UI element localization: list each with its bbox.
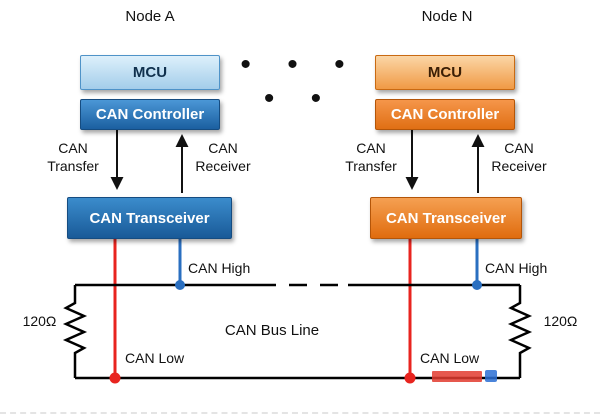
watermark-logo-icon [485,370,497,382]
left-termination-resistor [62,285,88,378]
watermark [432,370,497,382]
node-a-can-controller-box: CAN Controller [80,99,220,130]
node-a-mcu-box: MCU [80,55,220,90]
node-n-can-transceiver-box: CAN Transceiver [370,197,522,239]
node-a-can-receiver-label: CAN Receiver [195,140,251,174]
node-n-can-high-junction-dot [472,280,482,290]
right-resistor-value-label: 120Ω [543,313,578,329]
right-termination-resistor [507,285,533,378]
node-a-can-high-junction-dot [175,280,185,290]
node-n-can-receiver-label: CAN Receiver [491,140,547,174]
node-n-title: Node N [421,8,473,25]
node-n-can-transfer-label: CAN Transfer [345,140,397,174]
node-a-can-transfer-label: CAN Transfer [47,140,99,174]
node-n-can-controller-box: CAN Controller [375,99,515,130]
node-n-can-high-label: CAN High [485,260,548,276]
more-nodes-ellipsis: • • • • • [240,48,359,115]
left-resistor-value-label: 120Ω [22,313,57,329]
node-n-can-low-label: CAN Low [420,350,480,366]
node-n-can-low-junction-dot [404,372,416,384]
node-a-title: Node A [125,8,175,25]
node-n-mcu-box: MCU [375,55,515,90]
node-a-can-high-label: CAN High [188,260,251,276]
node-a-can-low-junction-dot [109,372,121,384]
watermark-red-mark [432,370,482,382]
node-a-can-low-label: CAN Low [125,350,185,366]
can-bus-line-label: CAN Bus Line [224,322,320,339]
node-a-can-transceiver-box: CAN Transceiver [67,197,232,239]
